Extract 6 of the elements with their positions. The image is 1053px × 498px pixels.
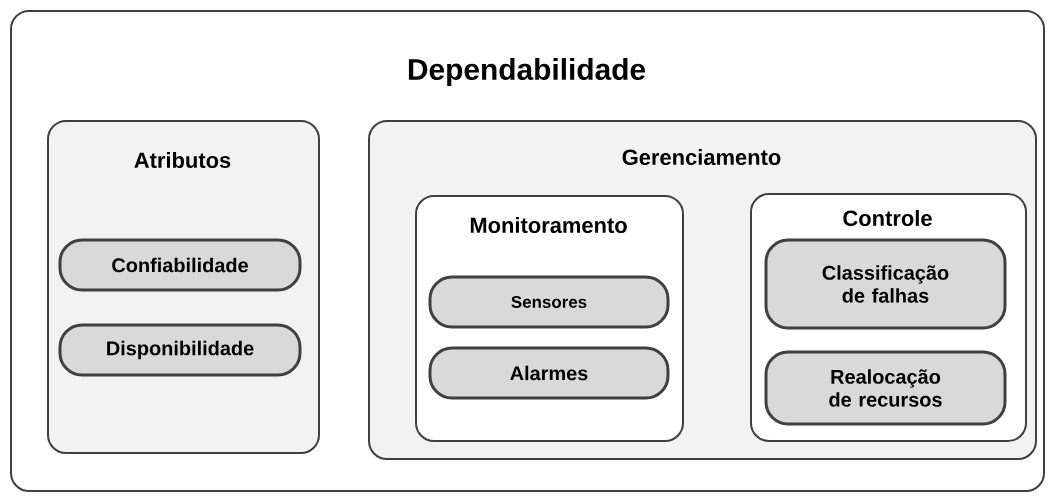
rounded-box: Sensores bbox=[428, 275, 670, 329]
rounded-box: Classificação de falhas bbox=[764, 238, 1007, 330]
rounded-box: Disponibilidade bbox=[58, 323, 302, 377]
rounded-box: Confiabilidade bbox=[58, 238, 302, 292]
rounded-box: Alarmes bbox=[428, 346, 670, 400]
rounded-box: Realocação de recursos bbox=[764, 350, 1007, 426]
